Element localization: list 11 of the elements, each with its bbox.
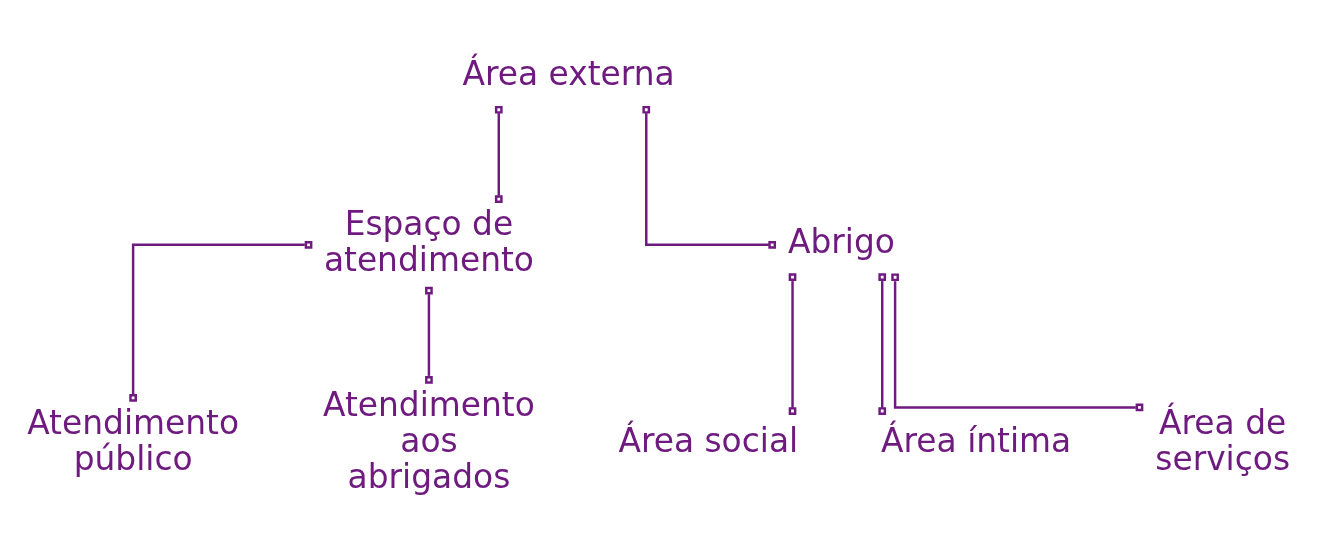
node-text: Área de serviços [1155, 402, 1291, 478]
node-text: Atendimento aos abrigados [323, 384, 535, 496]
node-text: Área íntima [881, 420, 1072, 460]
node-text: Atendimento público [27, 402, 240, 478]
node-text: Espaço de atendimento [323, 203, 534, 279]
connector [494, 105, 503, 203]
node-text: Área externa [462, 53, 675, 93]
node-text: Abrigo [787, 221, 895, 261]
connector [642, 105, 777, 249]
node-text: Área social [618, 420, 799, 460]
connector [788, 272, 797, 415]
